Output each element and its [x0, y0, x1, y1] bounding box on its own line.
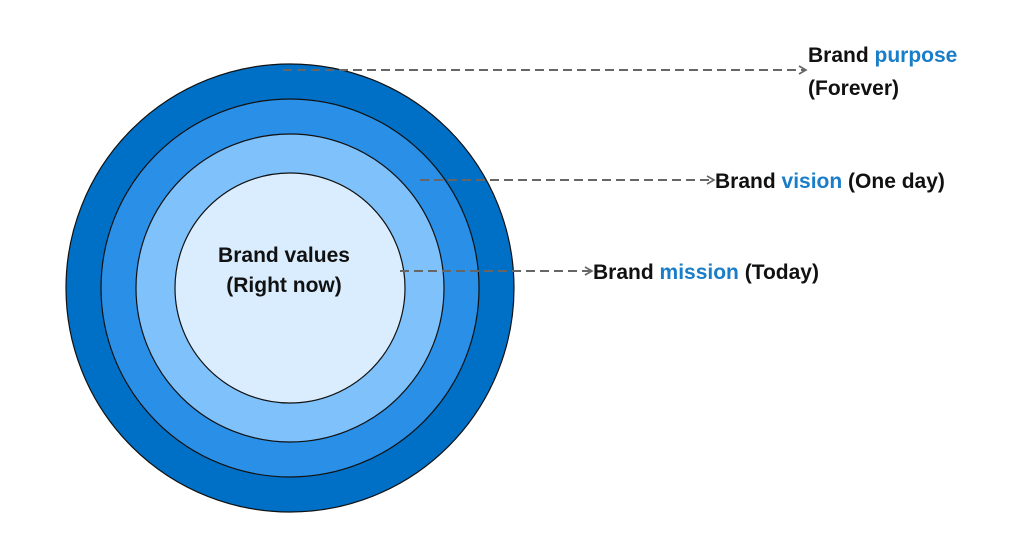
vision-label-suffix: (One day) [842, 170, 945, 193]
mission-label: Brand mission (Today) [593, 261, 819, 284]
purpose-label-line2: (Forever) [808, 77, 899, 100]
center-label-line2: (Right now) [226, 274, 341, 297]
mission-label-keyword: mission [660, 261, 739, 284]
mission-label-suffix: (Today) [739, 261, 819, 284]
center-label-line1: Brand values [218, 244, 350, 267]
mission-label-prefix: Brand [593, 261, 660, 284]
vision-label-keyword: vision [782, 170, 843, 193]
purpose-label-keyword: purpose [875, 44, 958, 67]
purpose-label-prefix: Brand [808, 44, 875, 67]
ring-values [174, 172, 406, 404]
purpose-label: Brand purpose [808, 44, 957, 67]
vision-label-prefix: Brand [715, 170, 782, 193]
vision-label: Brand vision (One day) [715, 170, 945, 193]
